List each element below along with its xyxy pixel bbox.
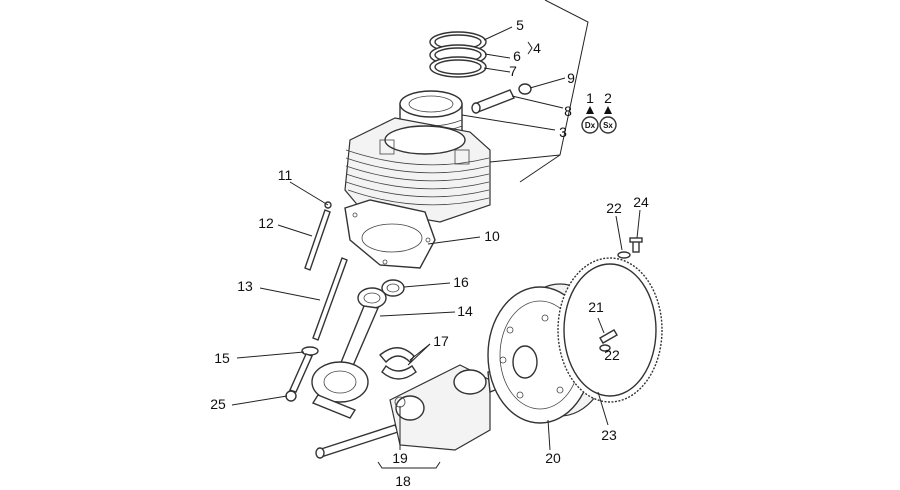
callout-3: 3	[559, 124, 567, 140]
callout-10: 10	[484, 228, 500, 244]
callout-14: 14	[457, 303, 473, 319]
rod-nut	[285, 390, 297, 402]
callout-13: 13	[237, 278, 253, 294]
left-marker-text: Sx	[603, 121, 613, 130]
flywheel-bolt	[599, 329, 618, 344]
callout-2: 2	[604, 90, 612, 106]
piston-pin	[471, 89, 515, 114]
washer	[599, 251, 631, 352]
callout-7: 7	[509, 63, 517, 79]
callout-18: 18	[395, 473, 411, 489]
callout-20: 20	[545, 450, 561, 466]
callout-17: 17	[433, 333, 449, 349]
callout-23: 23	[601, 427, 617, 443]
stud-long	[312, 257, 348, 341]
small-end-bush	[381, 279, 405, 297]
base-gasket	[344, 199, 436, 269]
callout-11: 11	[278, 167, 293, 183]
right-marker-text: Dx	[585, 121, 596, 130]
callout-12: 12	[258, 215, 274, 231]
callout-16: 16	[453, 274, 469, 290]
callout-22-lower: 22	[604, 347, 620, 363]
cylinder	[344, 117, 491, 223]
callout-1: 1	[586, 90, 594, 106]
callout-24: 24	[633, 194, 649, 210]
leader-lines	[231, 26, 641, 469]
callout-15: 15	[214, 350, 230, 366]
left-side-marker: Sx	[599, 106, 617, 134]
callout-4: 4	[533, 40, 541, 56]
stud-short	[304, 201, 332, 271]
callout-19: 19	[392, 450, 408, 466]
big-end-shells	[379, 347, 417, 380]
callout-25: 25	[210, 396, 226, 412]
assembly-bracket	[489, 0, 589, 183]
callout-5: 5	[516, 17, 524, 33]
rod-bolt	[289, 346, 319, 393]
callout-6: 6	[513, 48, 521, 64]
callout-9: 9	[567, 70, 575, 86]
crankshaft	[315, 364, 511, 459]
callout-labels: 5 6 4 7 9 8 3 1 2 10 11 12 13 16 14 17 1…	[210, 17, 649, 489]
circlip	[518, 83, 532, 95]
callout-21: 21	[588, 299, 604, 315]
ring-gear-bolt	[629, 237, 643, 253]
callout-8: 8	[564, 103, 572, 119]
piston-rings	[429, 31, 487, 78]
ring-gear	[557, 257, 663, 403]
connecting-rod	[311, 287, 387, 419]
callout-22-upper: 22	[606, 200, 622, 216]
right-side-marker: Dx	[581, 106, 599, 134]
